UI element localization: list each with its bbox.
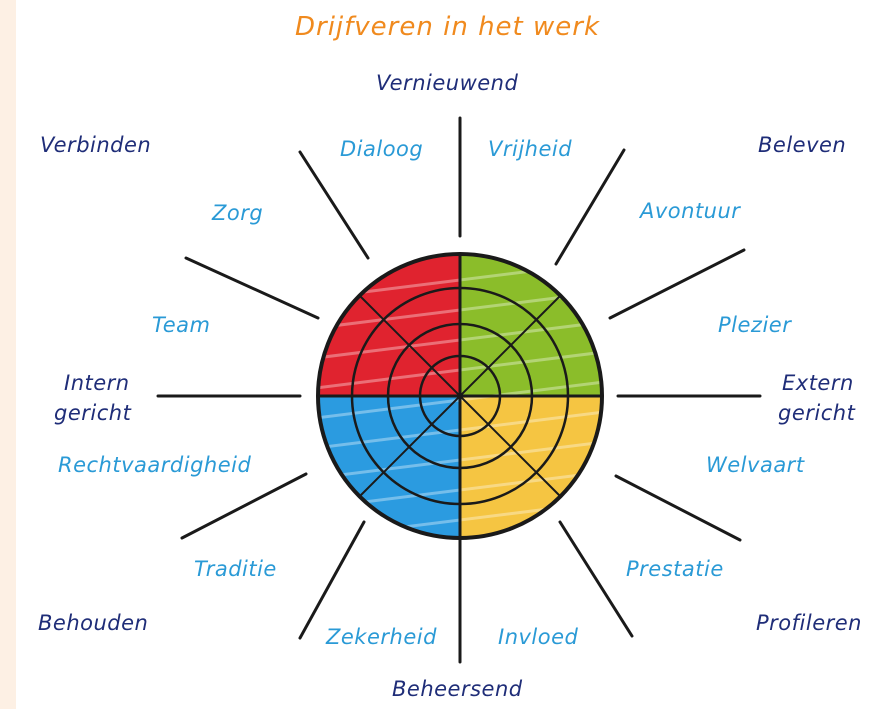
- label-dialoog: Dialoog: [340, 137, 424, 161]
- diagram-title: Drijfveren in het werk: [294, 12, 601, 42]
- label-welvaart: Welvaart: [706, 453, 805, 477]
- spoke-sw-1: [180, 472, 308, 540]
- label-rechtvaardigheid: Rechtvaardigheid: [58, 453, 252, 477]
- label-avontuur: Avontuur: [640, 199, 741, 223]
- axis-label-right-line2: gericht: [778, 401, 856, 425]
- axis-label-bottom: Beheersend: [392, 677, 523, 701]
- diagonal-2: [359, 295, 561, 497]
- spoke-nw-2: [184, 256, 320, 320]
- spoke-se-2: [558, 520, 634, 638]
- label-invloed: Invloed: [498, 625, 579, 649]
- label-prestatie: Prestatie: [626, 557, 724, 581]
- axis-label-left-line2: gericht: [54, 401, 132, 425]
- label-vrijheid: Vrijheid: [488, 137, 573, 161]
- axis-label-left-line1: Intern: [64, 371, 130, 395]
- label-profileren: Profileren: [756, 611, 862, 635]
- label-traditie: Traditie: [194, 557, 277, 581]
- spoke-sw-2: [298, 520, 366, 640]
- spoke-ne-2: [608, 248, 746, 320]
- label-beleven: Beleven: [758, 133, 847, 157]
- axis-label-top: Vernieuwend: [376, 71, 519, 95]
- label-zorg: Zorg: [212, 201, 264, 225]
- label-verbinden: Verbinden: [40, 133, 152, 157]
- label-team: Team: [152, 313, 211, 337]
- label-zekerheid: Zekerheid: [326, 625, 437, 649]
- label-behouden: Behouden: [38, 611, 149, 635]
- spoke-nw-1: [298, 150, 370, 260]
- spoke-ne-1: [554, 148, 626, 266]
- label-plezier: Plezier: [718, 313, 792, 337]
- spoke-se-1: [614, 474, 742, 542]
- axis-label-right-line1: Extern: [782, 371, 854, 395]
